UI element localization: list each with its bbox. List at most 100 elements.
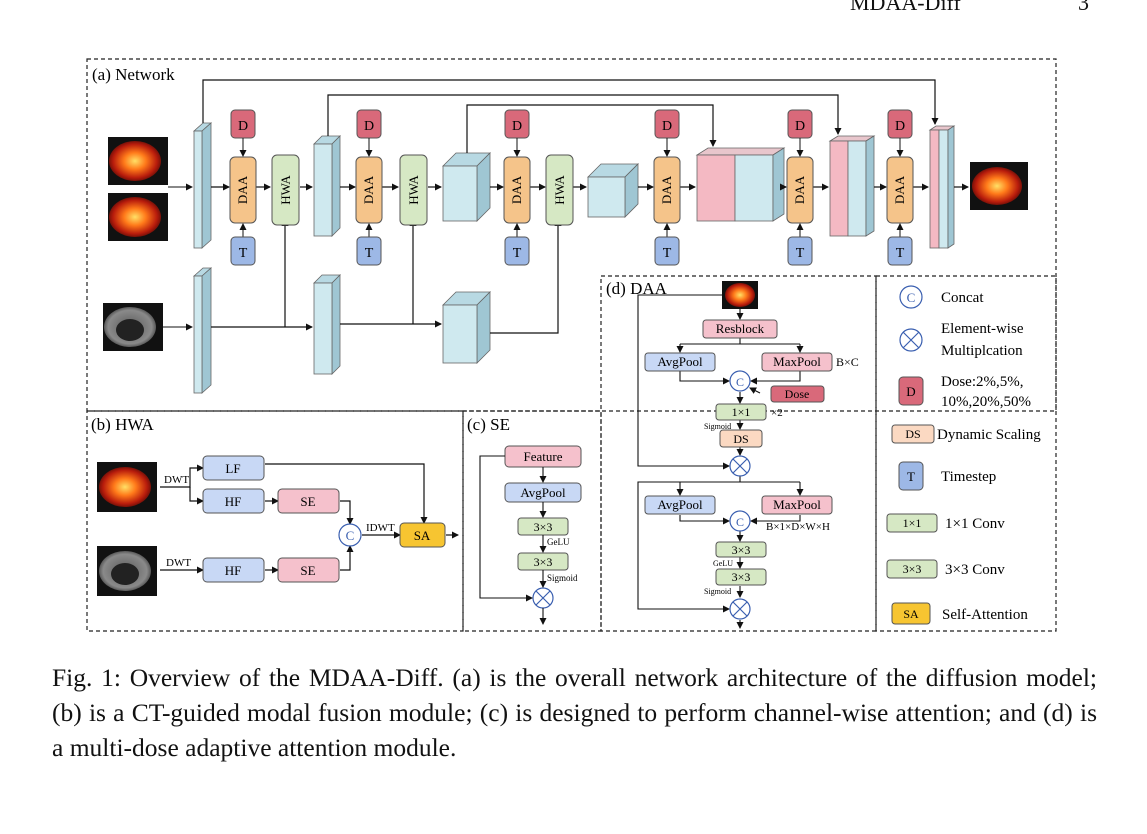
svg-text:SE: SE — [300, 563, 315, 578]
svg-text:DAA: DAA — [509, 175, 524, 204]
svg-text:Timestep: Timestep — [941, 469, 996, 485]
svg-text:C: C — [907, 290, 916, 305]
svg-text:GeLU: GeLU — [547, 537, 570, 547]
svg-text:T: T — [513, 246, 522, 261]
hwa-sa-box — [399, 522, 446, 548]
svg-text:DAA: DAA — [235, 175, 250, 204]
hwa-dwt-label-2: DWT — [166, 557, 191, 569]
panel-label-network: (a) Network — [92, 65, 175, 84]
svg-text:AvgPool: AvgPool — [657, 497, 703, 512]
conv3-icon — [886, 559, 938, 579]
architecture-figure: (a) Network (b) HWA (c) SE (d) DAA — [86, 58, 1057, 632]
hwa-block — [271, 154, 300, 226]
daa-conv3-box-1 — [715, 541, 767, 558]
svg-text:D: D — [238, 119, 248, 134]
hwa-ct-image — [97, 546, 157, 596]
svg-text:DS: DS — [905, 427, 920, 441]
svg-text:C: C — [346, 528, 355, 543]
daa-avgpool-box-1 — [644, 352, 716, 372]
daa-maxpool-box-2 — [761, 495, 833, 515]
network-module-4: D DAA T — [653, 109, 681, 266]
svg-text:T: T — [239, 246, 248, 261]
svg-text:Sigmoid: Sigmoid — [704, 587, 731, 596]
svg-text:3×3: 3×3 — [903, 562, 922, 576]
svg-text:LF: LF — [225, 461, 240, 476]
svg-text:Dynamic Scaling: Dynamic Scaling — [937, 427, 1041, 443]
daa-concat-icon-1 — [729, 370, 751, 392]
panel-label-se: (c) SE — [467, 415, 510, 434]
hwa-se-box-2 — [277, 557, 340, 583]
svg-text:Multiplcation: Multiplcation — [941, 343, 1023, 359]
hwa-diagram: DWT DWT LF HF HF SE SE C IDWT SA — [97, 455, 459, 596]
decoder-concat-block-3 — [928, 125, 956, 249]
sa-icon — [891, 602, 931, 625]
svg-text:SA: SA — [903, 607, 919, 621]
svg-text:D: D — [906, 384, 915, 399]
daa-pet-input — [722, 281, 758, 309]
daa-avgpool-box-2 — [644, 495, 716, 515]
svg-text:×2: ×2 — [771, 407, 783, 419]
svg-text:DAA: DAA — [659, 175, 674, 204]
svg-text:D: D — [895, 119, 905, 134]
svg-text:DAA: DAA — [792, 175, 807, 204]
daa-concat-icon-2 — [729, 510, 751, 532]
feature-block-ct-1 — [192, 267, 213, 394]
daa-diagram: Resblock AvgPool MaxPool B×C C Dose 1×1 … — [637, 281, 859, 629]
main-flow-arrows — [211, 183, 969, 334]
decoder-concat-block-2 — [828, 135, 876, 237]
network-diagram: D DAA T HWA D DAA T HWA D DA — [103, 79, 1028, 394]
network-module-2: D DAA T HWA — [355, 109, 428, 266]
network-module-5: D DAA T — [786, 109, 814, 266]
decoder-concat-block-1 — [695, 147, 786, 222]
daa-maxpool-box-1 — [761, 352, 833, 372]
daa-bxc-label: B×C — [836, 355, 859, 369]
svg-text:Element-wise: Element-wise — [941, 321, 1024, 337]
panel-label-daa: (d) DAA — [606, 279, 668, 298]
svg-text:DAA: DAA — [361, 175, 376, 204]
svg-text:Feature: Feature — [524, 449, 563, 464]
svg-text:T: T — [663, 246, 672, 261]
daa-bdwh-label: B×1×D×W×H — [766, 521, 830, 533]
legend-timestep: T Timestep — [898, 461, 996, 491]
legend-multiply: Element-wise Multiplcation — [899, 321, 1024, 359]
svg-text:T: T — [907, 469, 915, 484]
svg-text:DS: DS — [733, 432, 748, 446]
svg-text:D: D — [662, 119, 672, 134]
svg-text:HWA: HWA — [552, 175, 567, 205]
daa-dose-box — [770, 385, 825, 403]
hwa-se-box-1 — [277, 488, 340, 514]
feature-block-ct-2 — [313, 274, 341, 375]
svg-text:3×3: 3×3 — [732, 543, 751, 557]
ds-icon — [891, 424, 935, 444]
svg-text:1×1: 1×1 — [732, 405, 751, 419]
daa-ds-box — [719, 429, 763, 448]
svg-text:1×1: 1×1 — [903, 516, 922, 530]
legend-conv3: 3×3 3×3 Conv — [886, 559, 1005, 579]
pet-image-input-1 — [108, 137, 168, 185]
panel-borders — [86, 58, 1057, 632]
svg-text:D: D — [795, 119, 805, 134]
skip-connections — [202, 79, 939, 153]
daa-conv1-box — [715, 403, 767, 421]
svg-text:Sigmoid: Sigmoid — [704, 422, 731, 431]
svg-text:MaxPool: MaxPool — [773, 497, 821, 512]
svg-text:Dose:2%,5%,: Dose:2%,5%, — [941, 374, 1024, 390]
pet-image-output — [970, 162, 1028, 210]
svg-text:Dose: Dose — [785, 387, 810, 401]
hwa-idwt-label: IDWT — [366, 522, 395, 534]
svg-text:SE: SE — [300, 494, 315, 509]
legend-sa: SA Self-Attention — [891, 602, 1028, 625]
network-module-6: D DAA T — [886, 109, 914, 266]
svg-text:C: C — [736, 375, 744, 389]
feature-block-1 — [192, 122, 213, 249]
network-module-3: D DAA T HWA — [503, 109, 574, 266]
feature-block-bottleneck — [587, 163, 639, 218]
conv1-icon — [886, 513, 938, 533]
timestep-box — [230, 236, 256, 266]
feature-block-2 — [313, 135, 341, 237]
legend-dose: D Dose:2%,5%, 10%,20%,50% — [898, 374, 1031, 410]
svg-text:SA: SA — [414, 528, 431, 543]
timestep-icon — [898, 461, 924, 491]
panel-hwa-border — [86, 410, 464, 632]
legend-conv1: 1×1 1×1 Conv — [886, 513, 1005, 533]
